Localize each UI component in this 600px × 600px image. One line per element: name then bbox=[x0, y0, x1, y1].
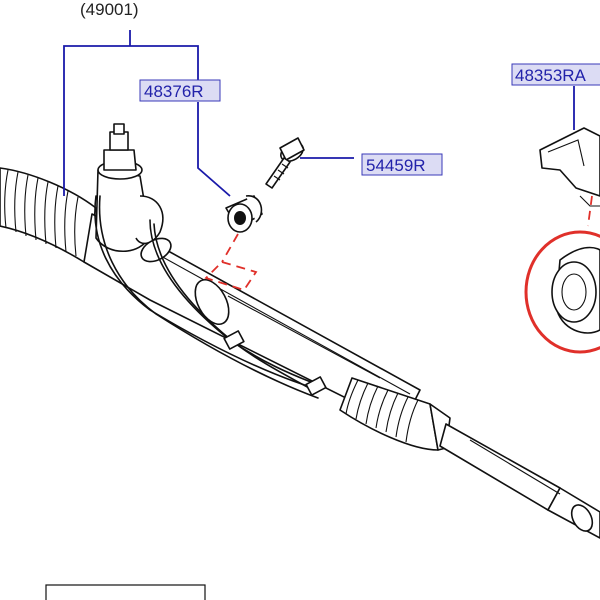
dashed-guides bbox=[204, 195, 593, 292]
bracket-part-number: 48353RA bbox=[515, 66, 587, 85]
left-bellows-boot bbox=[0, 167, 97, 263]
pinion-valve-housing bbox=[95, 123, 172, 263]
bottom-box bbox=[45, 584, 206, 600]
bolt-part-number: 54459R bbox=[366, 156, 426, 175]
highlight-circle bbox=[524, 230, 600, 354]
mount-bolt-part bbox=[265, 137, 305, 189]
bushing-part-number: 48376R bbox=[144, 82, 204, 101]
tie-rod bbox=[439, 423, 600, 539]
assembly-callout: (49001) bbox=[80, 0, 139, 19]
bolt-callout[interactable]: 54459R bbox=[361, 153, 443, 176]
steering-rack-assembly bbox=[0, 123, 600, 539]
mount-bushing-part bbox=[225, 195, 263, 233]
bracket-callout[interactable]: 48353RA bbox=[511, 63, 600, 86]
leader-lines bbox=[63, 30, 575, 197]
bushing-callout[interactable]: 48376R bbox=[139, 79, 221, 102]
hydraulic-lines bbox=[94, 195, 327, 399]
bracket-part bbox=[539, 127, 600, 334]
